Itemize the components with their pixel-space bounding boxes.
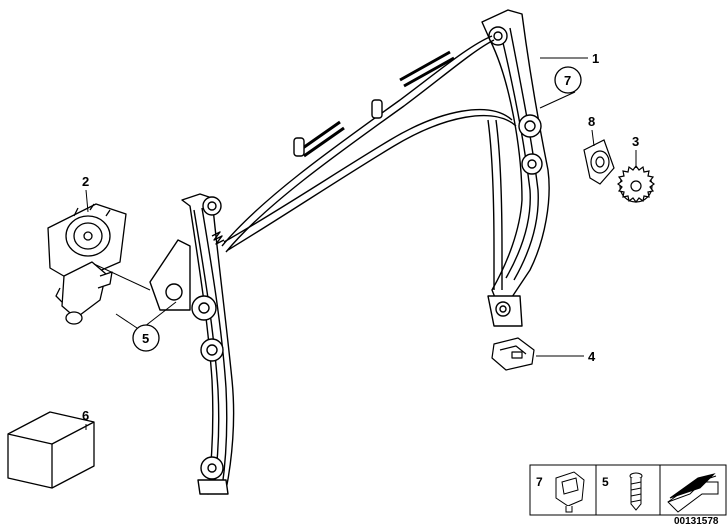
callout-6: 6	[82, 408, 89, 423]
cardboard-box[interactable]	[7, 411, 95, 489]
callout-8: 8	[588, 114, 595, 129]
clip-part[interactable]	[491, 337, 535, 371]
window-motor[interactable]	[47, 203, 127, 325]
legend-item-5-number: 5	[602, 475, 609, 489]
callout-labels: 1 7 8 3 2 5 4 6	[82, 51, 639, 423]
legend-screw-icon	[629, 472, 643, 511]
drive-gear[interactable]	[617, 165, 655, 203]
callout-3: 3	[632, 134, 639, 149]
bushing[interactable]	[583, 139, 615, 185]
callout-2: 2	[82, 174, 89, 189]
callout-5: 5	[142, 331, 149, 346]
legend-clip-icon	[555, 471, 585, 513]
window-regulator[interactable]	[149, 9, 550, 495]
callout-7: 7	[564, 73, 571, 88]
callout-4: 4	[588, 349, 596, 364]
callout-7-circle	[554, 66, 582, 94]
legend-item-7-number: 7	[536, 475, 543, 489]
leader-lines	[85, 57, 637, 430]
diagram-id: 00131578	[674, 516, 719, 527]
callout-1: 1	[592, 51, 599, 66]
legend-box: 7 5	[529, 464, 727, 516]
legend-arrow-icon	[667, 473, 719, 513]
callout-5-circle	[132, 324, 160, 352]
